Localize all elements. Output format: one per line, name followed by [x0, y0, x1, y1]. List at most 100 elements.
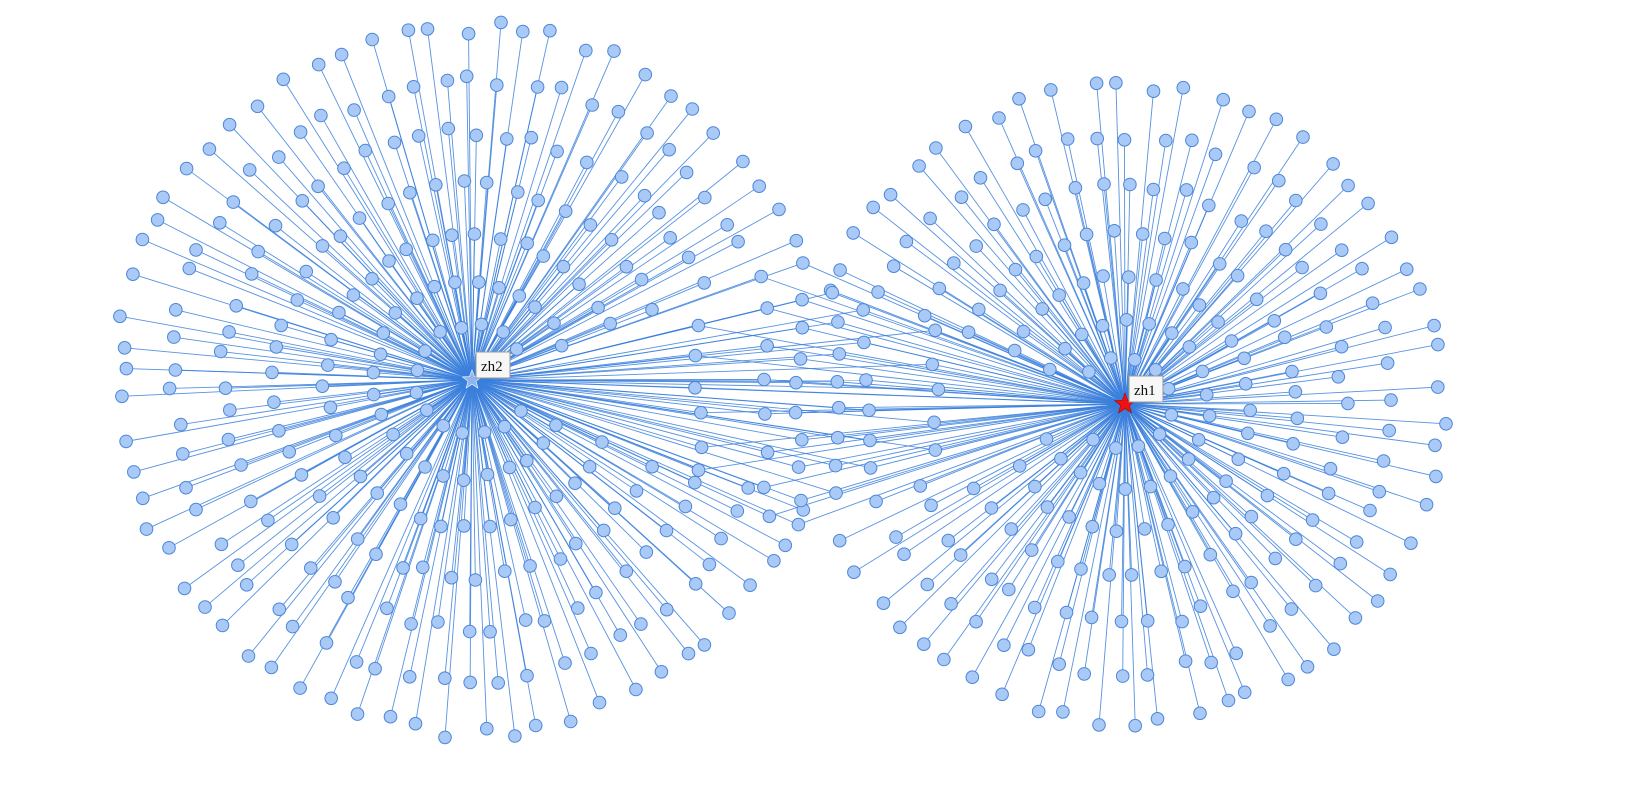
leaf-node-zh2[interactable] — [242, 163, 257, 177]
leaf-node-zh2[interactable] — [585, 98, 600, 112]
leaf-node-zh1[interactable] — [1024, 543, 1039, 557]
leaf-node-zh1[interactable] — [1431, 337, 1445, 352]
leaf-node-zh2[interactable] — [374, 407, 389, 422]
leaf-node-zh2[interactable] — [366, 365, 381, 380]
leaf-node-zh1[interactable] — [1238, 377, 1253, 391]
leaf-node-zh1[interactable] — [1363, 503, 1377, 518]
leaf-node-zh2[interactable] — [311, 57, 326, 72]
leaf-node-zh2[interactable] — [393, 497, 408, 512]
leaf-node-zh2[interactable] — [350, 532, 365, 546]
leaf-node-zh2[interactable] — [234, 458, 248, 472]
leaf-node-zh2[interactable] — [468, 573, 483, 587]
leaf-node-zh1[interactable] — [917, 308, 932, 323]
leaf-node-zh2[interactable] — [324, 691, 339, 706]
leaf-node-zh1[interactable] — [1372, 484, 1387, 499]
leaf-node-zh1[interactable] — [1269, 112, 1284, 127]
leaf-node-zh1[interactable] — [1135, 227, 1150, 241]
leaf-node-zh2[interactable] — [368, 661, 382, 676]
leaf-node-zh1[interactable] — [1384, 393, 1398, 407]
leaf-node-zh1[interactable] — [869, 494, 883, 509]
leaf-node-zh1[interactable] — [1212, 257, 1227, 271]
leaf-node-zh2[interactable] — [463, 675, 478, 690]
leaf-node-zh2[interactable] — [332, 305, 346, 320]
leaf-node-zh2[interactable] — [629, 484, 644, 498]
leaf-node-zh1[interactable] — [1230, 268, 1245, 283]
leaf-node-zh1[interactable] — [1202, 409, 1217, 423]
leaf-node-zh2[interactable] — [218, 381, 233, 396]
bridge-node[interactable] — [832, 400, 846, 415]
leaf-node-zh2[interactable] — [508, 729, 522, 743]
leaf-node-zh2[interactable] — [714, 531, 728, 546]
leaf-node-zh1[interactable] — [1267, 314, 1282, 328]
leaf-node-zh2[interactable] — [580, 155, 594, 170]
leaf-node-zh1[interactable] — [893, 620, 907, 635]
leaf-node-zh2[interactable] — [702, 557, 717, 572]
leaf-node-zh1[interactable] — [1123, 177, 1137, 192]
leaf-node-zh1[interactable] — [1060, 132, 1075, 146]
leaf-node-zh1[interactable] — [1095, 318, 1110, 333]
leaf-node-zh2[interactable] — [341, 590, 355, 605]
leaf-node-zh2[interactable] — [604, 233, 619, 247]
leaf-node-zh2[interactable] — [282, 445, 297, 459]
leaf-node-zh1[interactable] — [1268, 551, 1283, 566]
bridge-node[interactable] — [760, 301, 775, 315]
leaf-node-zh2[interactable] — [678, 499, 693, 514]
leaf-node-zh1[interactable] — [1117, 133, 1132, 147]
leaf-node-zh2[interactable] — [652, 205, 666, 220]
leaf-node-zh1[interactable] — [1128, 718, 1142, 733]
leaf-node-zh1[interactable] — [987, 217, 1001, 232]
leaf-node-zh1[interactable] — [1182, 340, 1197, 354]
leaf-node-zh2[interactable] — [333, 229, 348, 243]
leaf-node-zh1[interactable] — [1052, 657, 1066, 672]
leaf-node-zh1[interactable] — [1326, 157, 1340, 171]
leaf-node-zh2[interactable] — [500, 132, 514, 146]
bridge-node[interactable] — [791, 460, 806, 474]
leaf-node-zh2[interactable] — [346, 288, 361, 302]
leaf-node-zh2[interactable] — [399, 242, 414, 257]
leaf-node-zh2[interactable] — [438, 671, 452, 686]
leaf-node-zh2[interactable] — [323, 400, 338, 415]
leaf-node-zh1[interactable] — [1118, 482, 1133, 496]
leaf-node-zh1[interactable] — [1115, 669, 1130, 683]
leaf-node-zh1[interactable] — [1431, 380, 1445, 394]
leaf-node-zh2[interactable] — [613, 628, 628, 642]
bridge-node[interactable] — [795, 292, 809, 307]
leaf-node-zh1[interactable] — [1380, 356, 1395, 370]
leaf-node-zh1[interactable] — [883, 187, 898, 202]
leaf-node-zh1[interactable] — [1079, 227, 1094, 242]
leaf-node-zh2[interactable] — [462, 624, 477, 639]
leaf-node-zh2[interactable] — [229, 299, 243, 313]
leaf-node-zh2[interactable] — [549, 489, 564, 504]
leaf-node-zh1[interactable] — [1161, 517, 1175, 532]
leaf-node-zh2[interactable] — [528, 500, 542, 515]
leaf-node-zh2[interactable] — [244, 494, 258, 509]
leaf-node-zh2[interactable] — [459, 69, 474, 84]
leaf-node-zh1[interactable] — [1383, 567, 1397, 582]
leaf-node-zh1[interactable] — [1085, 519, 1100, 534]
leaf-node-zh2[interactable] — [688, 475, 702, 490]
leaf-node-zh2[interactable] — [126, 267, 140, 282]
leaf-node-zh1[interactable] — [1185, 133, 1199, 148]
leaf-node-zh2[interactable] — [386, 427, 400, 442]
leaf-node-zh1[interactable] — [1007, 343, 1022, 358]
leaf-node-zh2[interactable] — [550, 144, 564, 159]
leaf-node-zh1[interactable] — [1382, 423, 1396, 438]
leaf-node-zh2[interactable] — [697, 638, 712, 652]
leaf-node-zh2[interactable] — [554, 80, 569, 95]
leaf-node-zh2[interactable] — [592, 695, 607, 710]
bridge-node[interactable] — [688, 381, 702, 395]
leaf-node-zh1[interactable] — [1244, 509, 1259, 524]
leaf-node-zh2[interactable] — [127, 465, 141, 479]
leaf-node-zh2[interactable] — [483, 625, 497, 639]
leaf-node-zh2[interactable] — [455, 426, 470, 440]
leaf-node-zh2[interactable] — [387, 135, 402, 150]
leaf-node-zh2[interactable] — [418, 344, 432, 358]
leaf-node-zh2[interactable] — [698, 190, 712, 205]
leaf-node-zh1[interactable] — [920, 577, 935, 592]
leaf-node-zh1[interactable] — [1341, 178, 1355, 193]
leaf-node-zh2[interactable] — [413, 511, 428, 526]
leaf-node-zh2[interactable] — [347, 103, 361, 117]
bridge-node[interactable] — [828, 458, 843, 473]
leaf-node-zh2[interactable] — [388, 306, 403, 320]
leaf-node-zh2[interactable] — [498, 564, 512, 579]
